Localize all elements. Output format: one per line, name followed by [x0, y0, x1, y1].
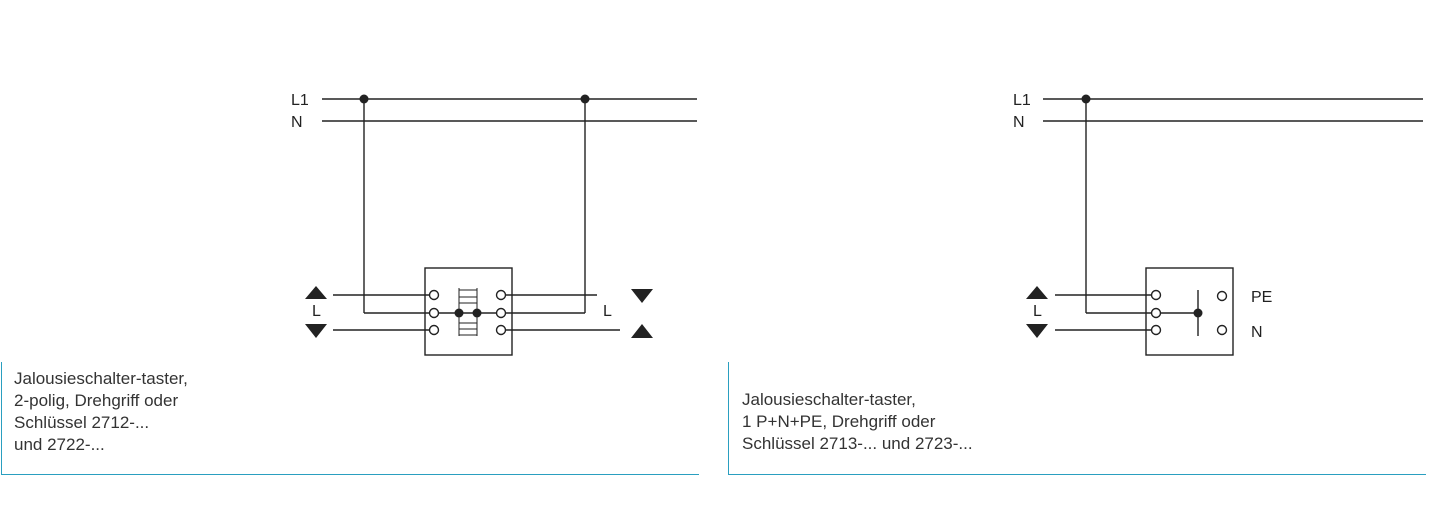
caption-line: und 2722-...: [14, 435, 105, 454]
l1-label: L1: [291, 92, 309, 109]
arrow-up-icon: [631, 324, 653, 338]
caption-left: Jalousieschalter-taster, 2-polig, Drehgr…: [14, 368, 188, 456]
terminal: [1150, 307, 1162, 319]
arrow-up-icon: [1026, 286, 1048, 299]
n-label: N: [291, 114, 303, 131]
arrow-up-icon: [305, 286, 327, 299]
n-out-label: N: [1251, 324, 1263, 341]
switch-box: [424, 267, 513, 356]
terminal: [495, 307, 507, 319]
terminal: [495, 324, 507, 336]
caption-line: 1 P+N+PE, Drehgriff oder: [742, 412, 936, 431]
terminal: [1150, 289, 1162, 301]
terminal: [428, 289, 440, 301]
mechanical-interlock: [458, 288, 478, 336]
arrow-down-icon: [305, 324, 327, 338]
caption-line: Schlüssel 2712-...: [14, 413, 150, 432]
terminal: [1216, 324, 1228, 336]
caption-frame-left: [1, 362, 699, 475]
caption-line: 2-polig, Drehgriff oder: [14, 391, 179, 410]
caption-right: Jalousieschalter-taster, 1 P+N+PE, Drehg…: [742, 389, 973, 455]
l-label-left: L: [312, 303, 321, 320]
l1-label: L1: [1013, 92, 1031, 109]
terminal: [1150, 324, 1162, 336]
pe-label: PE: [1251, 289, 1272, 306]
l-label: L: [1033, 303, 1042, 320]
terminal: [428, 307, 440, 319]
terminal: [495, 289, 507, 301]
diagram-left: L1 N: [291, 92, 697, 356]
caption-frame-right: [728, 362, 1426, 475]
terminal: [1216, 290, 1228, 302]
arrow-down-icon: [631, 289, 653, 303]
caption-line: Schlüssel 2713-... und 2723-...: [742, 434, 973, 453]
arrow-down-icon: [1026, 324, 1048, 338]
n-label: N: [1013, 114, 1025, 131]
caption-line: Jalousieschalter-taster,: [14, 369, 188, 388]
switch-box: [1145, 267, 1234, 356]
caption-line: Jalousieschalter-taster,: [742, 390, 916, 409]
l-label-right: L: [603, 303, 612, 320]
terminal: [428, 324, 440, 336]
diagram-right: L1 N L PE N: [1013, 92, 1423, 356]
